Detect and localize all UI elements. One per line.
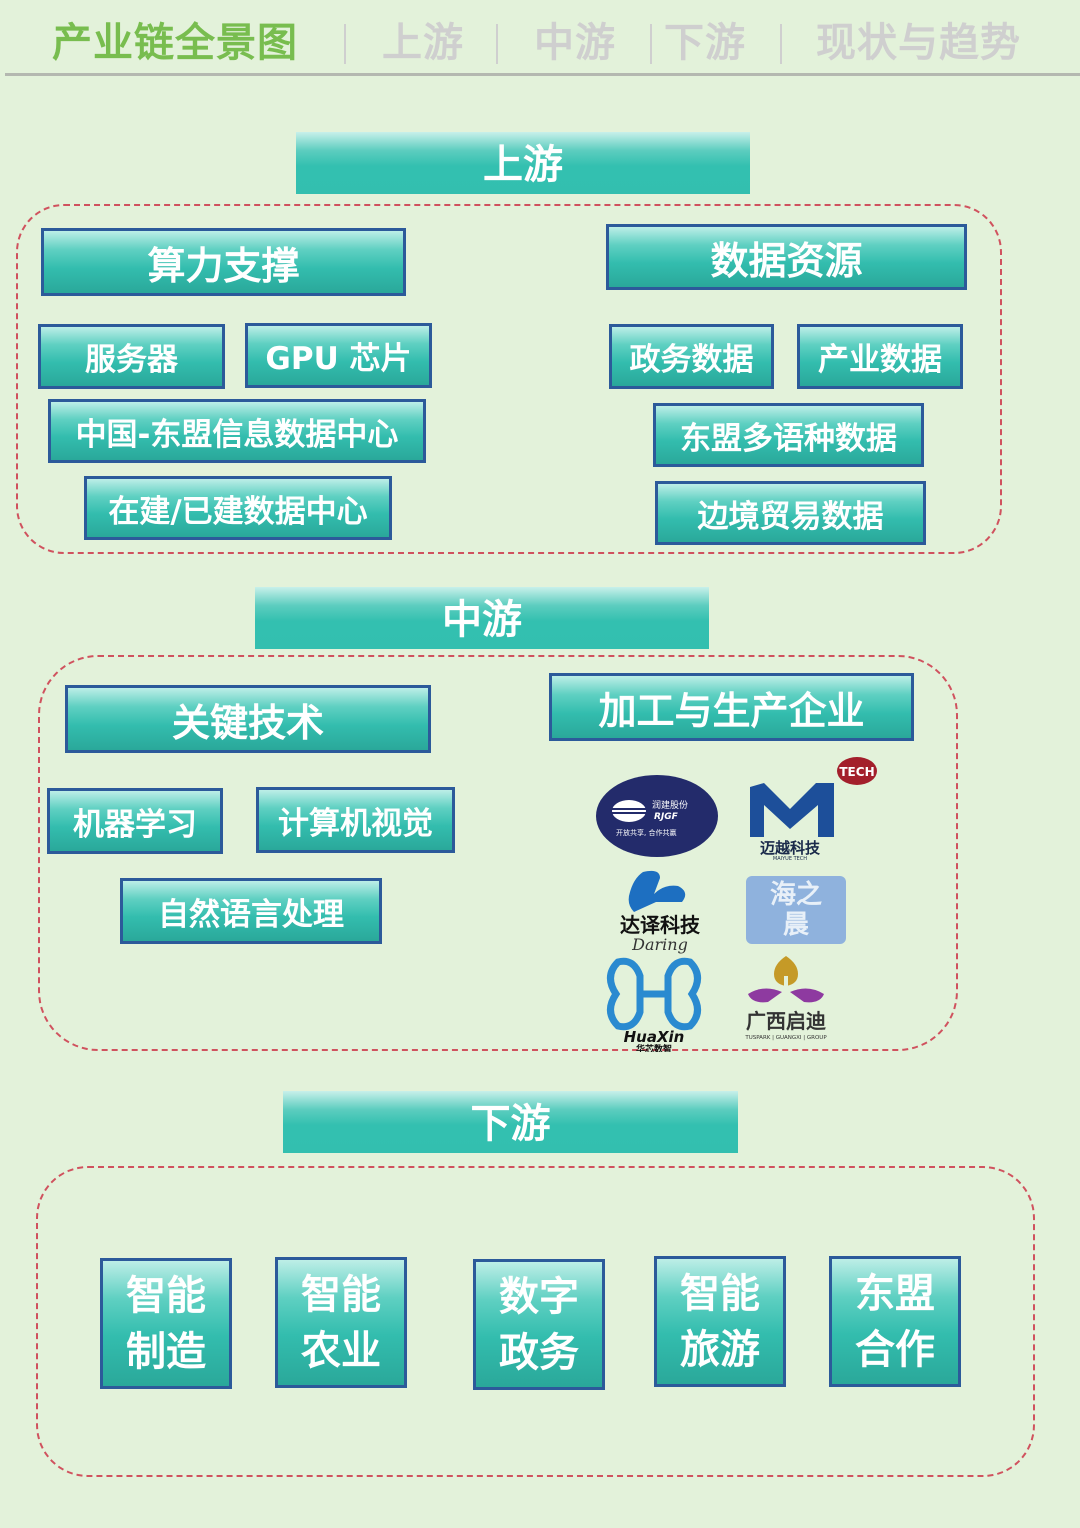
svg-text:开放共享, 合作共赢: 开放共享, 合作共赢 [616, 828, 676, 837]
svg-text:TUSPARK | GUANGXI | GROUP: TUSPARK | GUANGXI | GROUP [744, 1035, 827, 1041]
svg-text:广西启迪: 广西启迪 [746, 1009, 826, 1033]
haizhichen-line2: 晨 [782, 910, 809, 940]
app-smart-agriculture: 智能 农业 [275, 1257, 407, 1388]
midstream-header: 中游 [255, 587, 709, 649]
logo-runjian: 润建股份 RJGF 开放共享, 合作共赢 [596, 775, 718, 857]
downstream-header: 下游 [283, 1091, 738, 1153]
top-nav: 产业链全景图 上游 中游 下游 现状与趋势 [0, 0, 1080, 76]
app-smart-manufacturing: 智能 制造 [100, 1258, 232, 1389]
nav-tab-upstream[interactable]: 上游 [382, 20, 464, 66]
app-smart-tourism: 智能 旅游 [654, 1256, 786, 1387]
svg-text:华芯数智: 华芯数智 [636, 1043, 672, 1052]
app-label-line1: 数字 [499, 1273, 579, 1320]
app-digital-government: 数字 政务 [473, 1259, 605, 1390]
item-machine-learning: 机器学习 [47, 788, 223, 854]
logo-huaxin: HuaXin 华芯数智 [600, 956, 710, 1055]
item-datacenters: 在建/已建数据中心 [84, 476, 392, 540]
svg-text:MAIYUE TECH: MAIYUE TECH [773, 856, 807, 861]
app-label-line1: 东盟 [855, 1270, 935, 1317]
daring-logo-icon: 达译科技 Daring [620, 870, 701, 954]
app-label-line1: 智能 [126, 1272, 206, 1319]
svg-text:Daring: Daring [631, 935, 688, 954]
app-asean-cooperation: 东盟 合作 [829, 1256, 961, 1387]
app-label-line1: 智能 [301, 1271, 381, 1318]
nav-tab-midstream[interactable]: 中游 [534, 20, 616, 66]
nav-divider [780, 24, 782, 64]
item-gov-data: 政务数据 [609, 324, 774, 389]
item-nlp: 自然语言处理 [120, 878, 382, 944]
nav-divider [650, 24, 652, 64]
nav-underline [5, 73, 1080, 76]
item-china-asean-datacenter: 中国-东盟信息数据中心 [48, 399, 426, 463]
svg-text:迈越科技: 迈越科技 [760, 839, 821, 857]
nav-divider [496, 24, 498, 64]
item-gpu-chips: GPU 芯片 [245, 323, 432, 388]
item-servers: 服务器 [38, 324, 225, 389]
app-label-line1: 智能 [680, 1270, 760, 1317]
upstream-group [16, 204, 1002, 554]
logo-haizhichen: 海之 晨 [746, 876, 846, 944]
huaxin-logo-icon: HuaXin 华芯数智 [607, 957, 701, 1055]
haizhichen-line1: 海之 [769, 880, 822, 910]
tuspark-logo-icon: 广西启迪 TUSPARK | GUANGXI | GROUP [744, 956, 827, 1041]
svg-text:RJGF: RJGF [654, 812, 679, 822]
nav-tab-overview[interactable]: 产业链全景图 [52, 20, 298, 66]
computing-title: 算力支撑 [41, 228, 406, 296]
nav-tab-downstream[interactable]: 下游 [664, 20, 746, 66]
app-label-line2: 旅游 [680, 1326, 760, 1373]
logo-tuspark-guangxi: 广西启迪 TUSPARK | GUANGXI | GROUP [724, 952, 848, 1044]
item-border-trade-data: 边境贸易数据 [655, 481, 926, 545]
runjian-logo-icon: 润建股份 RJGF 开放共享, 合作共赢 [596, 775, 718, 857]
item-industry-data: 产业数据 [797, 324, 963, 389]
app-label-line2: 合作 [855, 1326, 935, 1373]
item-asean-multilingual-data: 东盟多语种数据 [653, 403, 924, 467]
downstream-group [36, 1166, 1035, 1477]
upstream-header: 上游 [296, 132, 750, 194]
svg-text:HuaXin: HuaXin [624, 1028, 685, 1046]
svg-text:达译科技: 达译科技 [620, 913, 701, 937]
svg-text:TECH: TECH [839, 765, 874, 779]
midstream-group [38, 655, 958, 1051]
nav-tab-trends[interactable]: 现状与趋势 [816, 20, 1021, 66]
svg-text:润建股份: 润建股份 [652, 799, 688, 811]
item-computer-vision: 计算机视觉 [256, 787, 455, 853]
app-label-line2: 政务 [499, 1329, 579, 1376]
logo-maiyue: TECH 迈越科技 MAIYUE TECH [744, 757, 880, 862]
enterprises-title: 加工与生产企业 [549, 673, 914, 741]
app-label-line2: 农业 [301, 1327, 381, 1374]
key-tech-title: 关键技术 [65, 685, 431, 753]
nav-divider [344, 24, 346, 64]
maiyue-logo-icon: TECH 迈越科技 MAIYUE TECH [750, 757, 877, 862]
logo-daring: 达译科技 Daring [598, 870, 722, 954]
app-label-line2: 制造 [126, 1328, 206, 1375]
data-resources-title: 数据资源 [606, 224, 967, 290]
